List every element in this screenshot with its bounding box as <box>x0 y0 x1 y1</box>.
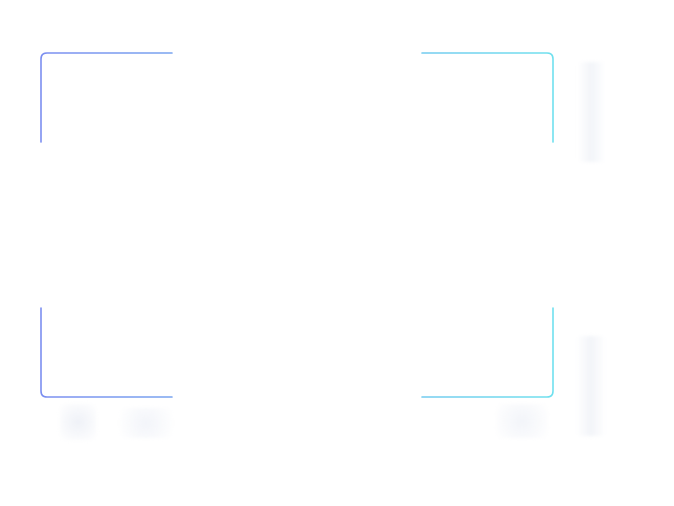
faded-background-shape <box>578 62 606 162</box>
viewfinder-corner-bottom-left <box>40 307 173 398</box>
viewfinder-corner-top-right <box>421 52 554 143</box>
viewfinder-corner-bottom-right <box>421 307 554 398</box>
viewfinder-corner-top-left <box>40 52 173 143</box>
faded-background-shape <box>60 404 96 440</box>
faded-background-shape <box>576 336 606 436</box>
faded-background-shape <box>120 408 172 438</box>
faded-background-shape <box>496 404 548 438</box>
